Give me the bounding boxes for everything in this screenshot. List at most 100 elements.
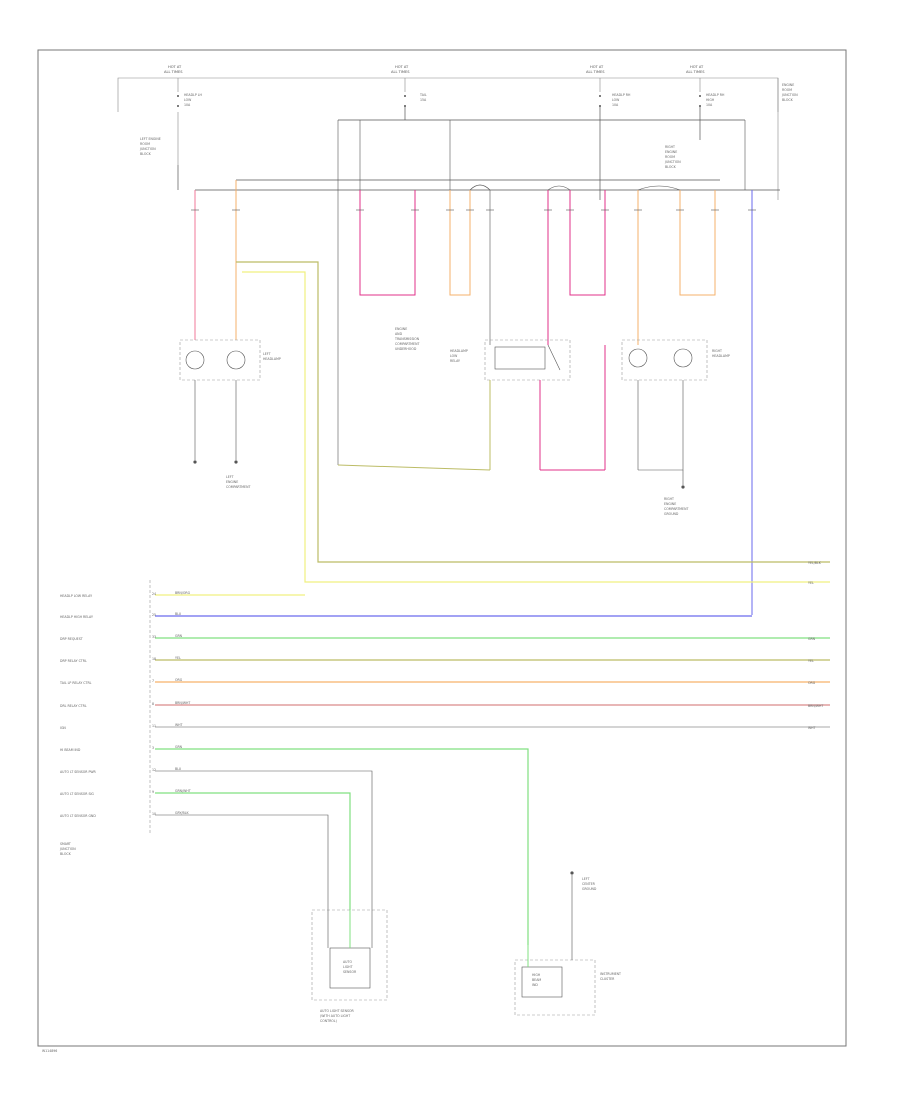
pin-wire-9: GRN/WHT	[175, 789, 191, 793]
right-fuse-box-line1: ENGINE	[782, 83, 794, 87]
exit-label-wht: WHT	[808, 726, 816, 730]
yellow-feed-wires	[236, 261, 830, 583]
right-fuse-box-line2: ROOM	[782, 88, 792, 92]
pin-wire-0: BRN/ORG	[175, 591, 191, 595]
pin-num-6: 11	[152, 724, 156, 728]
left-headlamp-label-2: HEADLAMP	[263, 357, 281, 361]
wire-label-yel: YEL	[808, 581, 814, 585]
pin-label-2: DRP REQUEST	[60, 637, 83, 641]
fuse-2-line2: 15A	[420, 98, 427, 102]
source-label-2: HOT AT	[395, 65, 409, 69]
fuse-4-line3: 10A	[706, 103, 713, 107]
cluster-box-label-2: BEAM	[532, 978, 541, 982]
pin-num-0: 24	[152, 592, 156, 596]
pin-wire-3: YEL	[175, 656, 181, 660]
right-junction-line3: ROOM	[665, 155, 675, 159]
center-module-label-2: AND	[395, 332, 403, 336]
left-headlamp	[179, 339, 261, 464]
exit-label-grn: GRN	[808, 637, 816, 641]
right-ground-label-3: COMPARTMENT	[664, 507, 688, 511]
source-label-4: HOT AT	[690, 65, 704, 69]
cluster-ground-label-3: GROUND	[582, 887, 597, 891]
center-module-label-4: COMPARTMENT	[395, 342, 419, 346]
center-relay-label-2: LOW	[450, 354, 458, 358]
pin-wire-4: ORG	[175, 678, 183, 682]
pin-label-4: TAIL LP RELAY CTRL	[59, 681, 92, 685]
exit-label-org: ORG	[808, 681, 816, 685]
pin-num-5: 8	[152, 702, 154, 706]
fuse-3-line3: 10A	[612, 103, 619, 107]
right-junction-line1: RIGHT	[665, 145, 675, 149]
left-ground-label-2: ENGINE	[226, 480, 238, 484]
right-junction-line2: ENGINE	[665, 150, 677, 154]
pin-num-10: 10	[152, 812, 156, 816]
pin-label-0: HEADLP LOW RELAY	[60, 594, 92, 598]
exit-label-brnwht: BRN/WHT	[808, 704, 823, 708]
pin-num-9: 9	[152, 790, 154, 794]
fuse-3-line1: HEADLP RH	[612, 93, 631, 97]
connector-bumps	[469, 184, 681, 191]
bus-lines	[177, 106, 780, 200]
right-fuse-box-line3: JUNCTION	[781, 93, 798, 97]
left-fuse-box-line1: LEFT ENGINE	[140, 137, 161, 141]
right-ground-label-4: GROUND	[664, 512, 679, 516]
smart-module-label-1: SMART	[60, 842, 71, 846]
pin-label-9: AUTO LT SENSOR SIG	[60, 792, 94, 796]
exit-label-yel: YEL	[808, 659, 814, 663]
source-label-2b: ALL TIMES	[391, 70, 410, 74]
pin-label-1: HEADLP HIGH RELAY	[60, 615, 93, 619]
diagram-frame	[37, 49, 847, 1047]
pin-wire-5: BRN/WHT	[175, 701, 190, 705]
auto-sensor-caption-2: (WITH AUTO LIGHT	[320, 1014, 350, 1018]
fuse-2-line1: TAIL	[419, 93, 427, 97]
center-module-label-5: UNDERHOOD	[395, 347, 417, 351]
top-power-sources	[117, 77, 779, 200]
fuse-1-line1: HEADLP LH	[184, 93, 203, 97]
auto-sensor-caption-3: CONTROL)	[320, 1019, 337, 1023]
pin-label-7: HI BEAM IND	[60, 748, 81, 752]
cluster-box-label-3: IND	[532, 983, 538, 987]
cluster-label-2: CLUSTER	[600, 977, 615, 981]
source-label-3b: ALL TIMES	[586, 70, 605, 74]
left-ground-label-1: LEFT	[226, 475, 234, 479]
right-headlamp	[621, 339, 708, 489]
left-fuse-box-line2: ROOM	[140, 142, 150, 146]
pin-wire-8: BLU	[175, 767, 182, 771]
auto-light-sensor	[311, 909, 388, 1001]
source-label-1: HOT AT	[168, 65, 182, 69]
right-headlamp-label-1: RIGHT	[712, 349, 722, 353]
center-module-label-1: ENGINE	[395, 327, 407, 331]
auto-sensor-label-1: AUTO	[343, 960, 352, 964]
pin-wire-7: GRN	[175, 745, 183, 749]
cluster-ground-label-1: LEFT	[582, 877, 590, 881]
footer-code: W114896	[42, 1049, 57, 1053]
pin-label-6: IGN	[60, 726, 66, 730]
left-headlamp-label-1: LEFT	[263, 352, 271, 356]
center-headlamp-relay	[337, 339, 606, 471]
fuse-4-line1: HEADLP RH	[706, 93, 725, 97]
center-module-label-3: TRANSMISSION	[394, 337, 420, 341]
fuse-4-line2: HIGH	[706, 98, 715, 102]
right-fuse-box-line4: BLOCK	[782, 98, 794, 102]
pin-label-3: DRP RELAY CTRL	[60, 659, 87, 663]
pin-num-2: 33	[152, 635, 156, 639]
source-label-3: HOT AT	[590, 65, 604, 69]
source-label-4b: ALL TIMES	[686, 70, 705, 74]
module-pin-labels: HEADLP LOW RELAY 24 BRN/ORG HEADLP HIGH …	[59, 591, 191, 818]
pin-num-4: 7	[152, 679, 154, 683]
right-junction-line4: JUNCTION	[664, 160, 681, 164]
fuse-3-line2: LOW	[612, 98, 620, 102]
cluster-label-1: INSTRUMENT	[600, 972, 621, 976]
fuse-1-line2: LOW	[184, 98, 192, 102]
pin-num-7: 3	[152, 746, 154, 750]
smart-module-label-3: BLOCK	[60, 852, 72, 856]
smart-module-label-2: JUNCTION	[59, 847, 76, 851]
fuse-1-line3: 10A	[184, 103, 191, 107]
pin-label-8: AUTO LT SENSOR PWR	[60, 770, 97, 774]
pin-num-8: 12	[152, 768, 156, 772]
pin-num-1: 25	[152, 613, 156, 617]
pin-wire-6: WHT	[175, 723, 183, 727]
right-ground-label-2: ENGINE	[664, 502, 676, 506]
pin-wire-1: BLU	[175, 612, 182, 616]
